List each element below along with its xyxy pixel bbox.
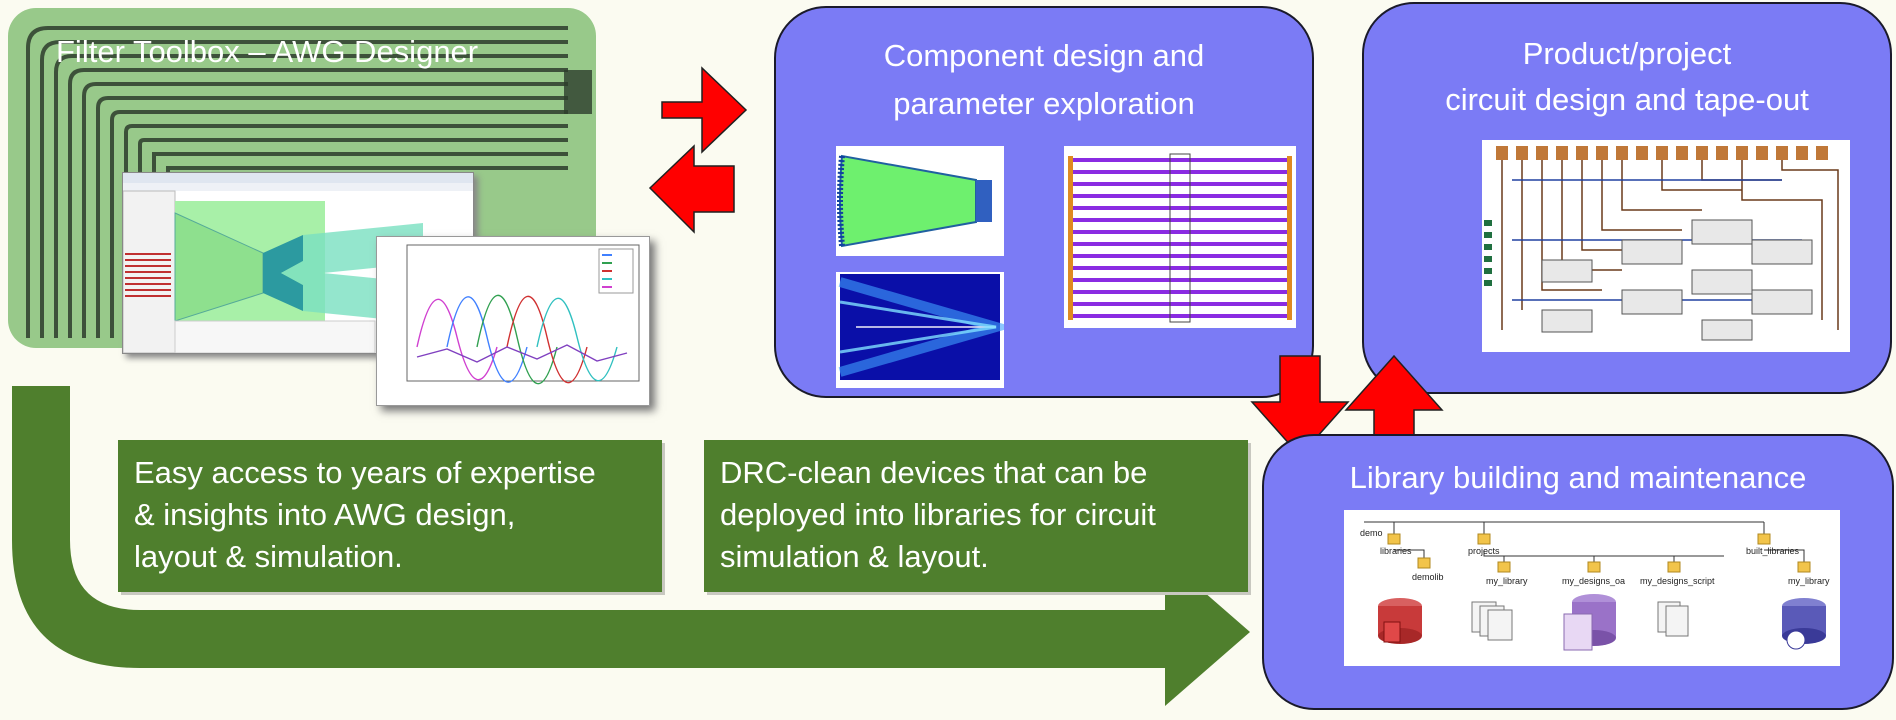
product-panel-title-line2: circuit design and tape-out (1445, 82, 1809, 117)
tree-libraries-label: libraries (1380, 546, 1412, 556)
drc-note: DRC-clean devices that can be deployed i… (704, 440, 1248, 592)
library-panel: Library building and maintenance demo li… (1262, 434, 1894, 710)
drc-note-line3: simulation & layout. (720, 539, 989, 574)
spectrum-plot (376, 236, 650, 406)
expertise-note-line2: & insights into AWG design, (134, 497, 516, 532)
database-icon-built-library (1782, 598, 1826, 650)
product-project-panel: Product/project circuit design and tape-… (1362, 2, 1892, 394)
tree-built-libraries-label: built_libraries (1746, 546, 1800, 556)
database-icon-demolib (1378, 598, 1422, 644)
star-coupler-image (836, 146, 1004, 256)
drc-note-line1: DRC-clean devices that can be (720, 455, 1148, 490)
red-arrows-toolbox-component (648, 66, 748, 234)
tree-my-designs-script-label: my_designs_script (1640, 576, 1715, 586)
file-stack-icon-my-designs-script (1657, 601, 1689, 637)
expertise-note: Easy access to years of expertise & insi… (118, 440, 662, 592)
tree-my-library-label: my_library (1486, 576, 1528, 586)
circuit-schematic-image (1482, 140, 1850, 352)
component-panel-title-line2: parameter exploration (893, 86, 1195, 121)
tree-root-label: demo (1360, 528, 1383, 538)
drc-note-line2: deployed into libraries for circuit (720, 497, 1156, 532)
tree-my-designs-oa-label: my_designs_oa (1562, 576, 1625, 586)
expertise-note-line3: layout & simulation. (134, 539, 403, 574)
tree-built-my-library-label: my_library (1788, 576, 1830, 586)
component-panel-title-line1: Component design and (883, 38, 1205, 73)
waveguide-layout-image (1064, 146, 1296, 328)
database-icon-my-designs-oa (1563, 594, 1616, 651)
file-stack-icon-my-library (1471, 601, 1513, 641)
tree-projects-label: projects (1468, 546, 1500, 556)
tree-demolib-label: demolib (1412, 572, 1444, 582)
library-tree-image: demo libraries demolib projects my_libra… (1344, 510, 1840, 666)
product-panel-title-line1: Product/project (1522, 36, 1732, 71)
expertise-note-line1: Easy access to years of expertise (134, 455, 596, 490)
library-panel-title: Library building and maintenance (1349, 460, 1807, 495)
component-design-panel: Component design and parameter explorati… (774, 6, 1314, 398)
propagation-simulation-image (836, 272, 1015, 388)
filter-toolbox-title: Filter Toolbox – AWG Designer (56, 34, 479, 69)
